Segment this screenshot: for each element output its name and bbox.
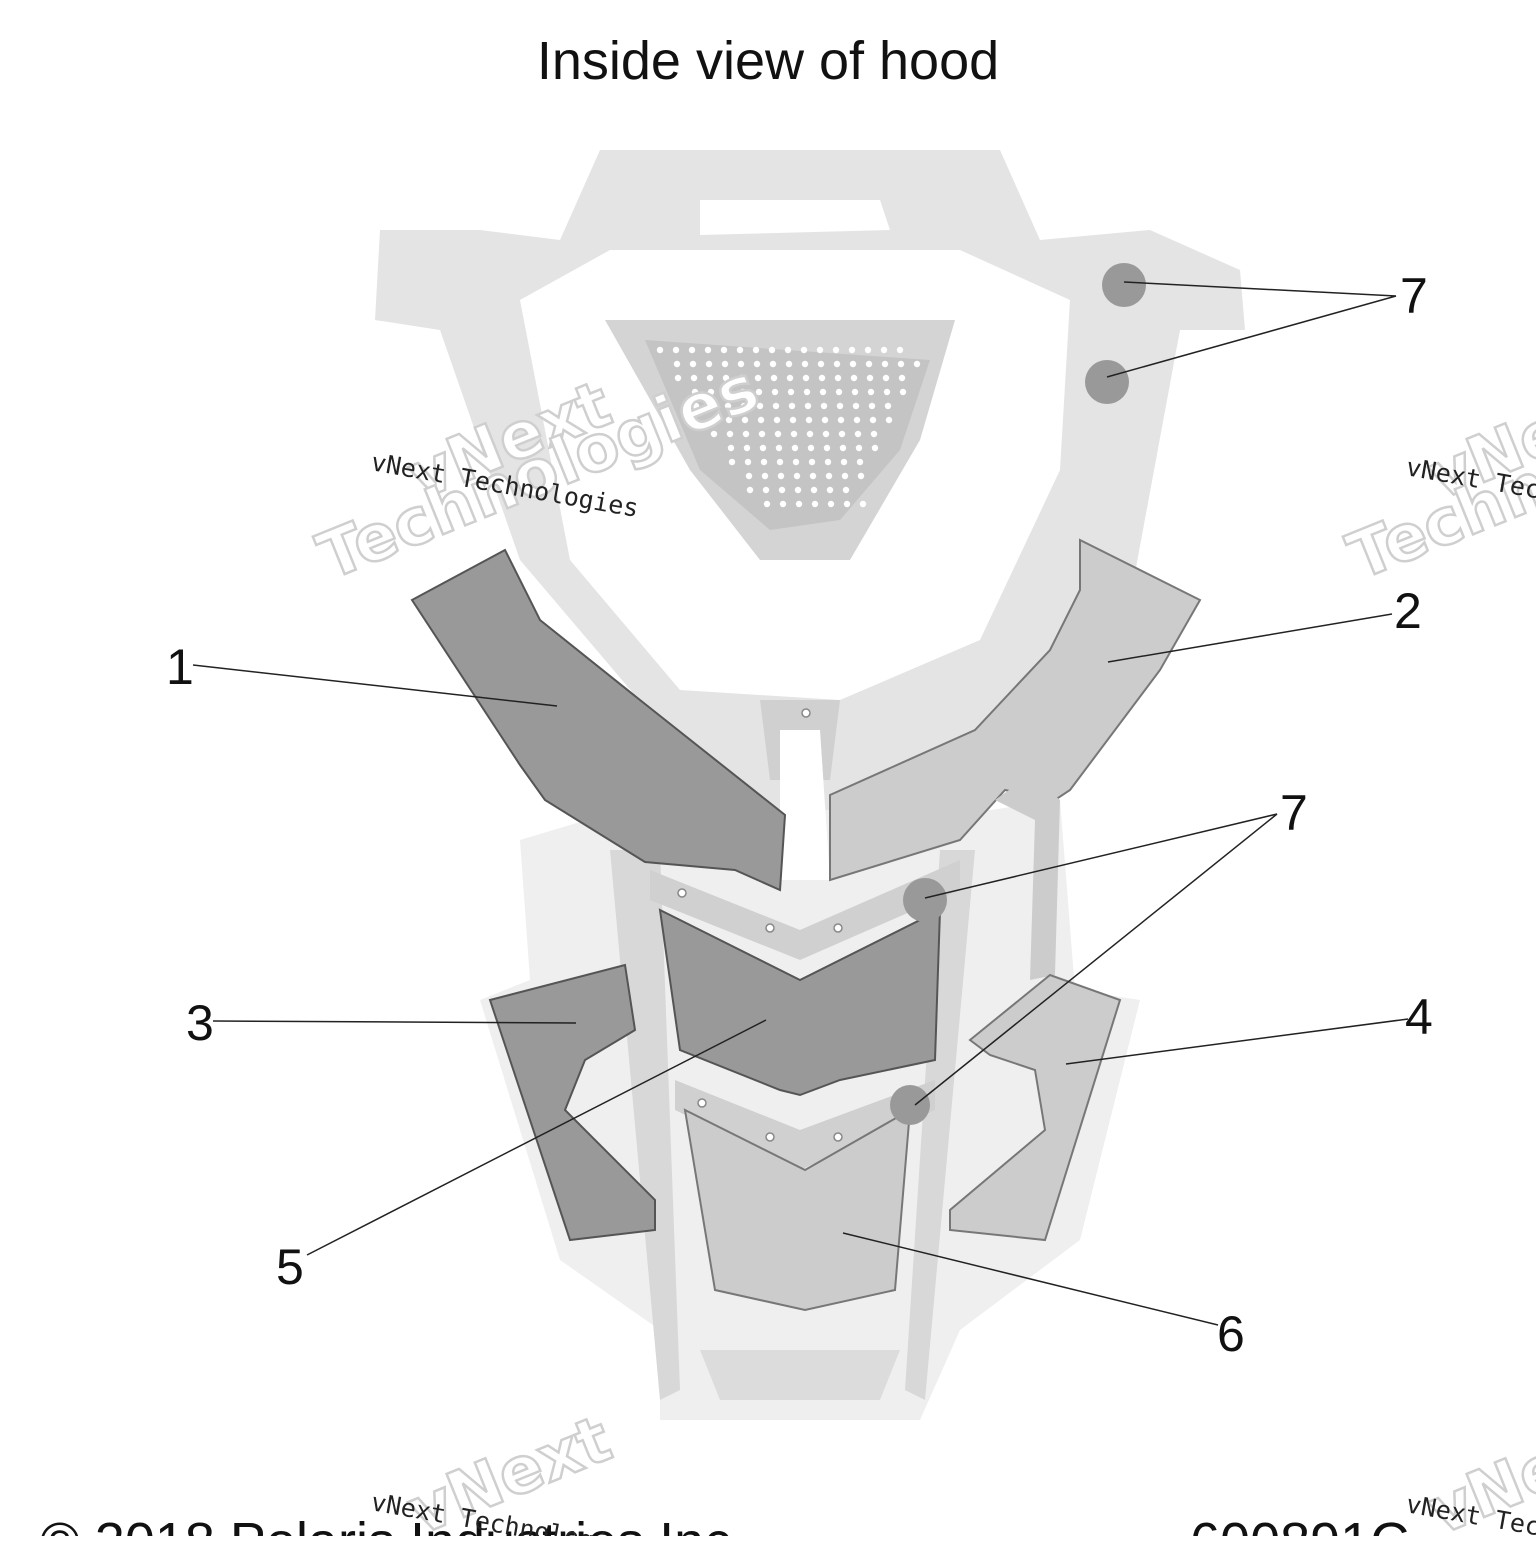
mount-holes [677,708,843,1142]
watermark-bottom-right: vNext vNext Technologies [1404,1401,1536,1541]
diagram-title: Inside view of hood [536,31,1000,91]
rivet-7-upper [1085,360,1129,404]
rivet-7-low [890,1085,930,1125]
grille-dots [656,346,921,508]
callout-7-mid: 7 [1280,785,1308,841]
callout-2: 2 [1394,583,1422,639]
decal-part-3 [488,963,656,1242]
callout-7-top: 7 [1400,268,1428,324]
figure-id: 600891C [1190,1512,1409,1536]
decal-part-2b [995,775,1060,980]
decal-part-4 [949,973,1122,1242]
callout-6: 6 [1217,1306,1245,1362]
decal-part-6 [683,1108,912,1312]
callout-4: 4 [1405,989,1433,1045]
decal-part-2 [829,538,1202,882]
leader-lines [192,281,1409,1326]
callout-5: 5 [276,1239,304,1295]
rivet-7-top [1102,263,1146,307]
decal-part-5 [658,908,942,1097]
callout-1: 1 [166,639,194,695]
decal-part-1 [410,548,787,892]
callout-3: 3 [186,995,214,1051]
watermark-right: vNext Technologies vNext Technologies [1337,350,1536,596]
rivet-7-mid [903,878,947,922]
